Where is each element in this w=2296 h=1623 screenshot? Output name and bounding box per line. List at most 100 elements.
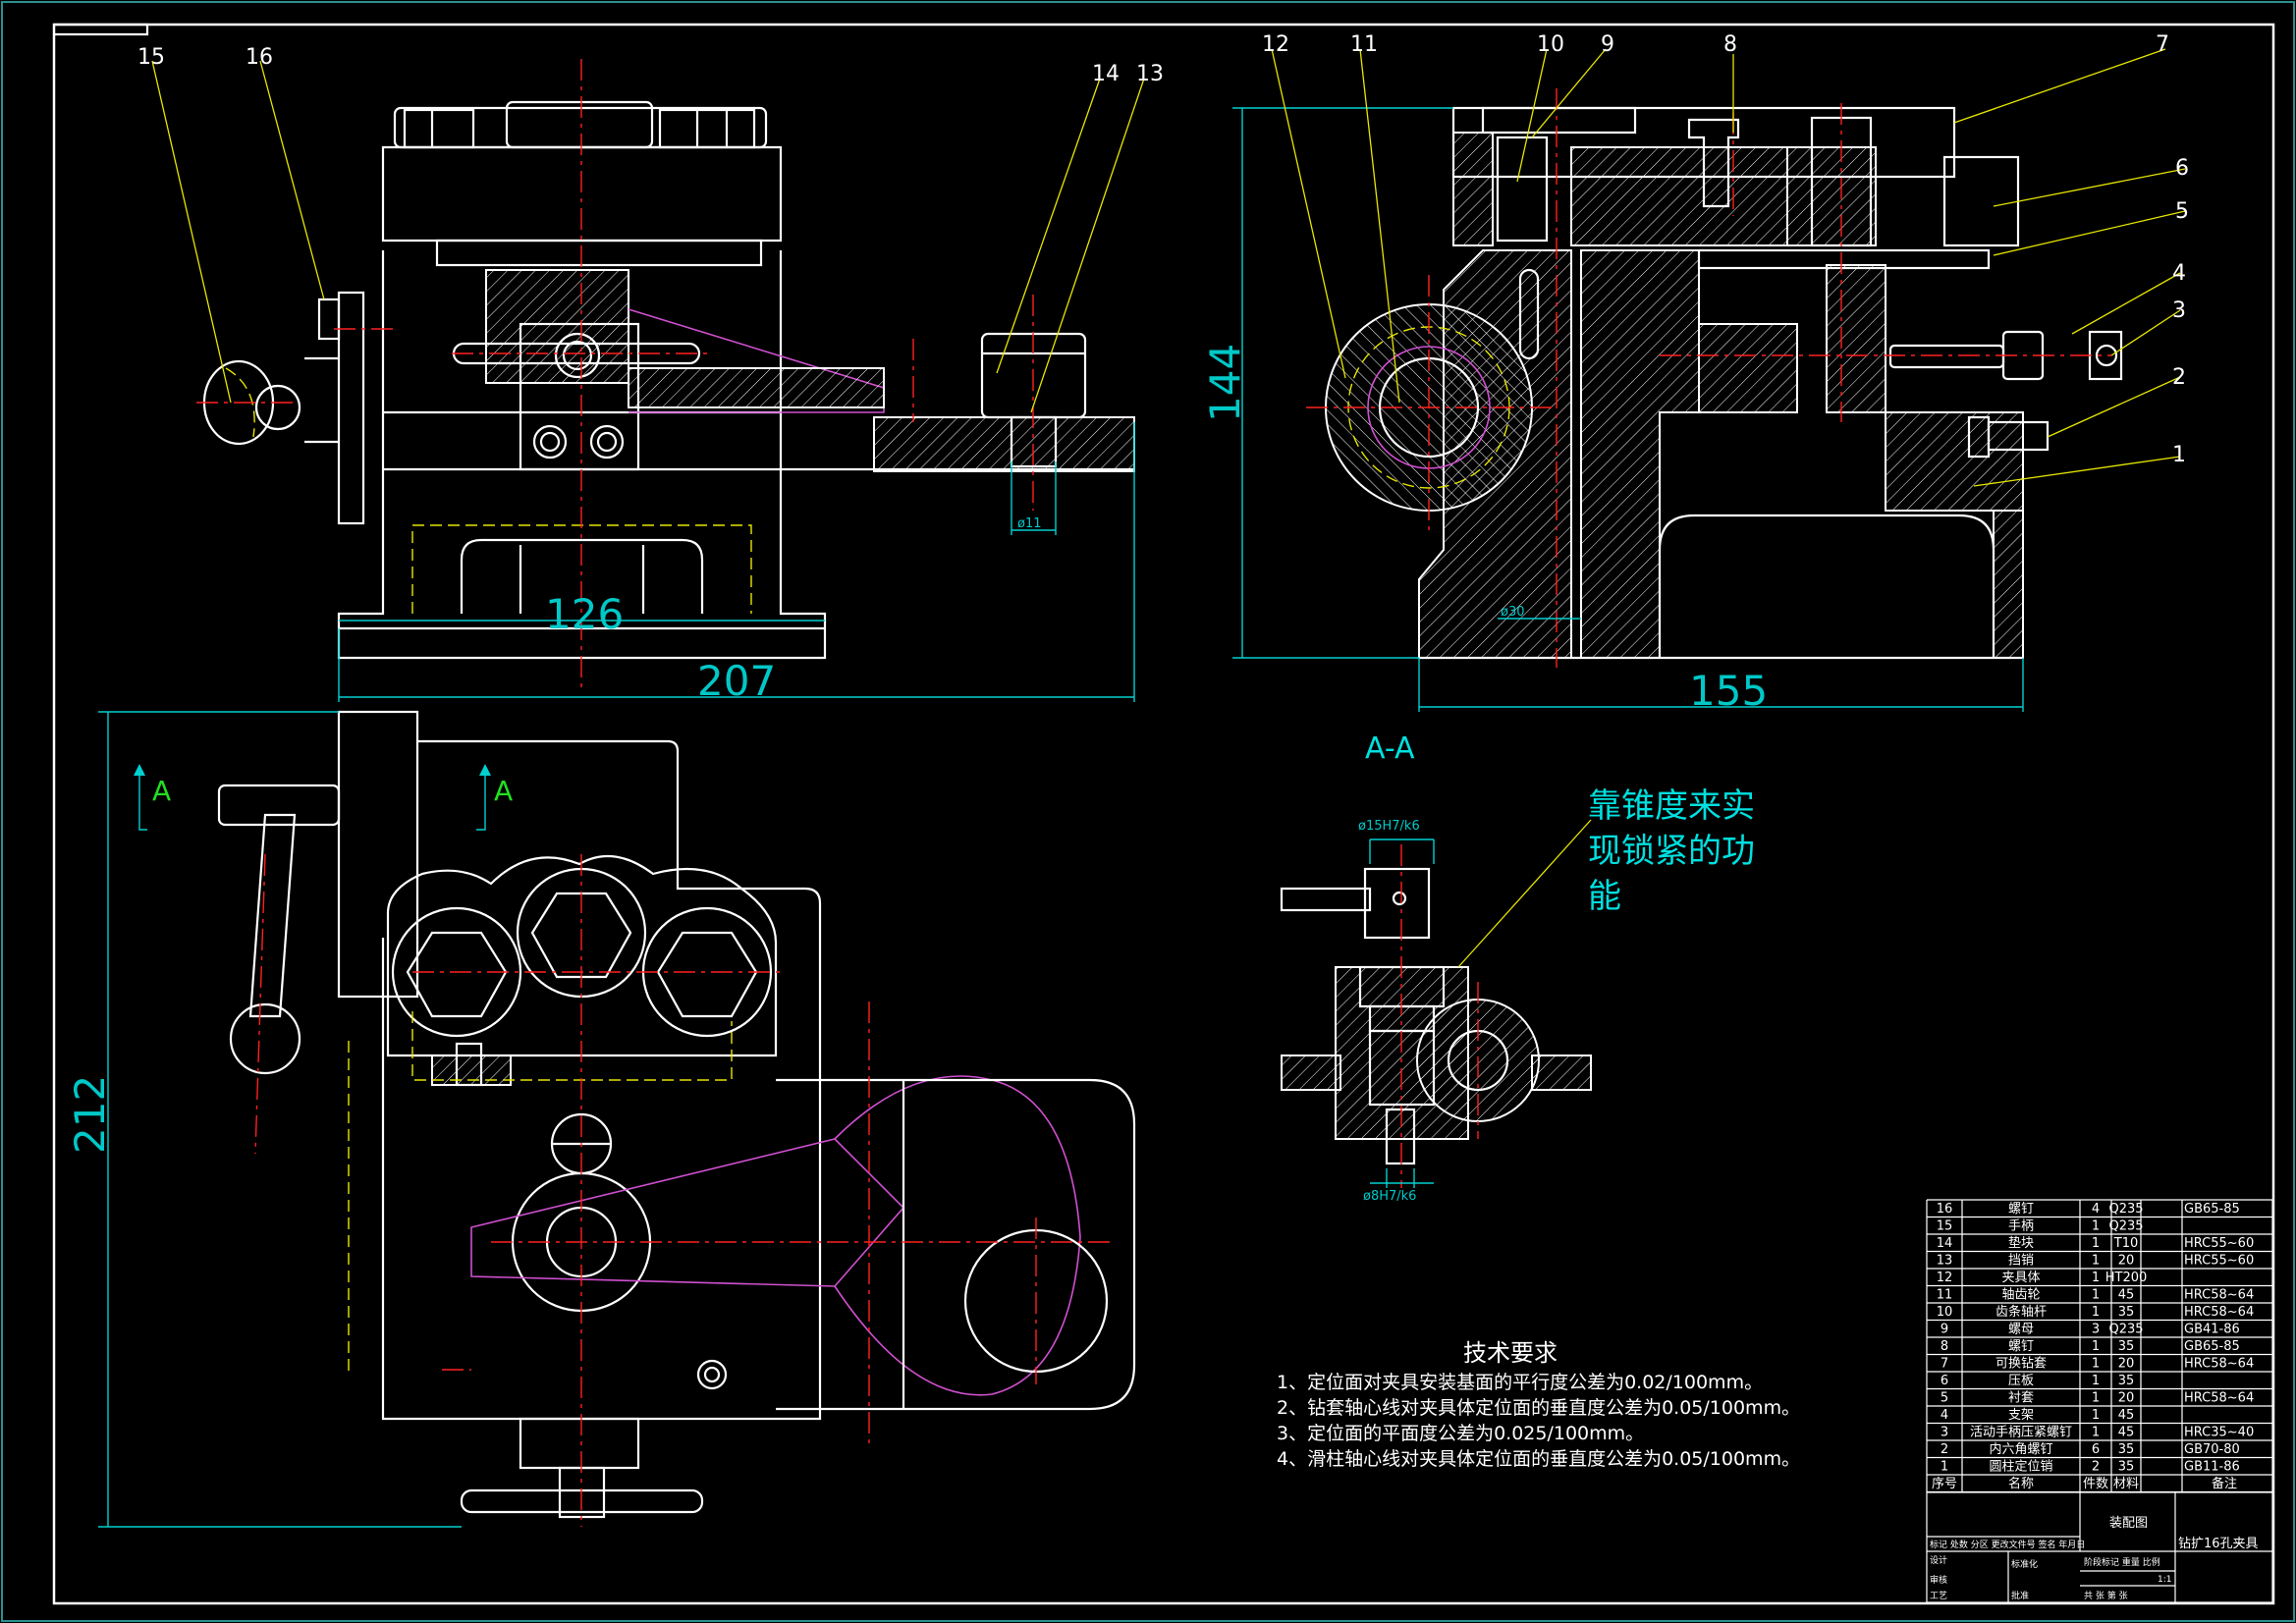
requirement-2: 2、钻套轴心线对夹具体定位面的垂直度公差为0.05/100mm。 <box>1277 1397 1800 1419</box>
part-number: 6 <box>1941 1374 1948 1388</box>
part-qty: 4 <box>2092 1202 2100 1217</box>
header-no: 序号 <box>1932 1477 1957 1491</box>
part-number: 10 <box>1937 1305 1953 1320</box>
part-material: 35 <box>2118 1460 2135 1475</box>
part-name: 螺母 <box>2008 1323 2034 1337</box>
part-name: 内六角螺钉 <box>1989 1441 2052 1457</box>
design-label: 设计 <box>1930 1554 1947 1566</box>
header-material: 材料 <box>2113 1477 2139 1491</box>
part-material: 35 <box>2118 1442 2135 1457</box>
part-remark: GB70-80 <box>2184 1442 2240 1457</box>
fit-15h7k6: ø15H7/k6 <box>1358 819 1420 834</box>
dim-155: 155 <box>1689 667 1768 715</box>
approve-label: 批准 <box>2011 1590 2029 1601</box>
part-remark: HRC58~64 <box>2184 1391 2254 1406</box>
header-remark: 备注 <box>2212 1476 2237 1491</box>
balloon-11: 11 <box>1350 32 1378 57</box>
process-label: 工艺 <box>1930 1591 1947 1601</box>
note-line-3: 能 <box>1588 877 1621 916</box>
dim-212: 212 <box>66 1075 114 1154</box>
part-number: 15 <box>1937 1219 1953 1234</box>
title-block-fields: 标记 处数 分区 更改文件号 签名 年月日 <box>1930 1539 2085 1550</box>
part-qty: 1 <box>2092 1236 2100 1251</box>
part-material: 35 <box>2118 1305 2135 1320</box>
part-name: 支架 <box>2008 1408 2034 1423</box>
part-qty: 1 <box>2092 1271 2100 1285</box>
svg-text:ø30: ø30 <box>1501 605 1525 620</box>
part-qty: 1 <box>2092 1339 2100 1354</box>
side-section-view: ø30 <box>1232 88 2123 712</box>
part-material: 35 <box>2118 1339 2135 1354</box>
note-line-1: 靠锥度来实 <box>1588 786 1755 826</box>
sheet-inner-border <box>52 23 2275 1605</box>
balloon-8: 8 <box>1723 32 1737 57</box>
balloon-1: 1 <box>2172 443 2186 467</box>
part-number: 2 <box>1941 1442 1948 1457</box>
part-qty: 6 <box>2092 1442 2100 1457</box>
balloon-13: 13 <box>1136 62 1164 86</box>
part-number: 7 <box>1941 1357 1948 1372</box>
balloon-numbers: 15 16 14 13 12 11 10 9 8 7 6 5 4 3 2 1 <box>137 32 2189 467</box>
dimension-values: 126 207 155 144 212 ø15H7/k6 ø8H7/k6 <box>66 344 1768 1204</box>
part-remark: HRC55~60 <box>2184 1236 2254 1251</box>
part-number: 5 <box>1941 1391 1948 1406</box>
part-name: 手柄 <box>2008 1219 2034 1234</box>
part-qty: 3 <box>2092 1323 2100 1337</box>
part-material: T10 <box>2113 1236 2138 1251</box>
header-name: 名称 <box>2008 1476 2034 1491</box>
part-remark: HRC35~40 <box>2184 1426 2254 1440</box>
part-number: 12 <box>1937 1271 1953 1285</box>
part-material: 20 <box>2118 1357 2135 1372</box>
dim-126: 126 <box>545 590 624 638</box>
balloon-5: 5 <box>2175 199 2189 224</box>
part-number: 14 <box>1937 1236 1953 1251</box>
balloon-4: 4 <box>2172 261 2186 286</box>
part-qty: 1 <box>2092 1357 2100 1372</box>
part-remark: GB11-86 <box>2184 1460 2240 1475</box>
balloon-7: 7 <box>2156 32 2169 57</box>
balloon-15: 15 <box>137 45 165 70</box>
corner-tab <box>54 23 149 36</box>
technical-requirements: 技术要求 1、定位面对夹具安装基面的平行度公差为0.02/100mm。 2、钻套… <box>1277 1339 1800 1470</box>
part-name: 螺钉 <box>2008 1202 2034 1217</box>
part-name: 衬套 <box>2008 1390 2034 1406</box>
balloon-6: 6 <box>2175 156 2189 181</box>
note-line-2: 现锁紧的功 <box>1588 832 1755 871</box>
scale-value: 1:1 <box>2158 1575 2171 1585</box>
section-mark-right: A <box>494 775 513 807</box>
part-material: Q235 <box>2108 1202 2143 1217</box>
part-name: 可换钻套 <box>1995 1356 2047 1372</box>
part-material: Q235 <box>2108 1323 2143 1337</box>
part-material: 20 <box>2118 1391 2135 1406</box>
part-qty: 1 <box>2092 1426 2100 1440</box>
part-name: 圆柱定位销 <box>1989 1460 2052 1475</box>
part-name: 垫块 <box>2008 1235 2034 1251</box>
part-name: 挡销 <box>2008 1254 2034 1269</box>
part-name: 活动手柄压紧螺钉 <box>1970 1426 2072 1440</box>
requirement-1: 1、定位面对夹具安装基面的平行度公差为0.02/100mm。 <box>1277 1372 1763 1393</box>
top-view <box>98 710 1136 1528</box>
balloon-3: 3 <box>2172 298 2186 323</box>
part-number: 1 <box>1941 1460 1948 1475</box>
part-number: 3 <box>1941 1426 1948 1440</box>
stage-mark-labels: 阶段标记 重量 比例 <box>2084 1556 2160 1568</box>
part-number: 13 <box>1937 1254 1953 1269</box>
part-material: 45 <box>2118 1288 2135 1303</box>
part-qty: 1 <box>2092 1374 2100 1388</box>
requirement-4: 4、滑柱轴心线对夹具体定位面的垂直度公差为0.05/100mm。 <box>1277 1448 1800 1470</box>
drawing-type: 装配图 <box>2109 1516 2148 1531</box>
part-qty: 1 <box>2092 1288 2100 1303</box>
title-block: 装配图 钻扩16孔夹具 标记 处数 分区 更改文件号 签名 年月日 设计 审核 … <box>1926 1491 2273 1603</box>
dim-207: 207 <box>697 657 776 705</box>
requirement-3: 3、定位面的平面度公差为0.025/100mm。 <box>1277 1423 1644 1444</box>
cone-lock-note: 靠锥度来实 现锁紧的功 能 <box>1588 786 1755 916</box>
section-mark-left: A <box>152 775 171 807</box>
part-number: 4 <box>1941 1408 1948 1423</box>
part-qty: 1 <box>2092 1391 2100 1406</box>
part-material: 45 <box>2118 1426 2135 1440</box>
balloon-2: 2 <box>2172 365 2186 390</box>
part-remark: HRC55~60 <box>2184 1254 2254 1269</box>
part-material: 45 <box>2118 1408 2135 1423</box>
part-material: Q235 <box>2108 1219 2143 1234</box>
